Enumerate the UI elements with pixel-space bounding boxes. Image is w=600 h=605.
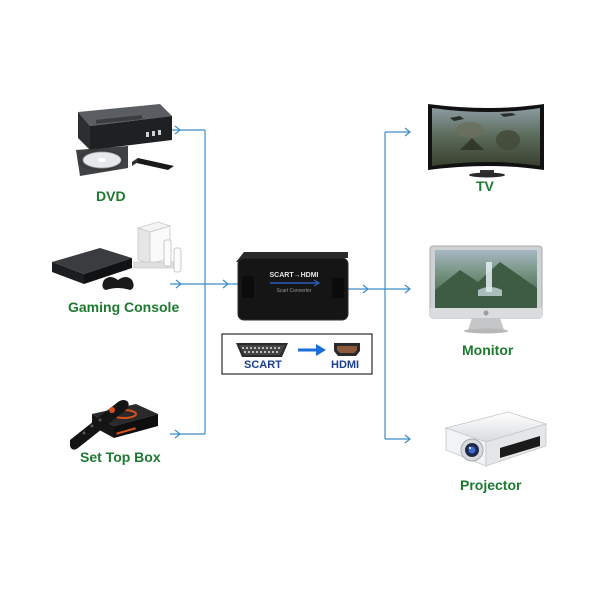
tv-icon xyxy=(428,104,544,178)
game-console-icon xyxy=(52,221,182,290)
arrow-head xyxy=(404,284,411,294)
dvd-player-icon xyxy=(76,104,174,176)
arrow-head xyxy=(362,284,369,294)
output-label-projector: Projector xyxy=(460,477,522,493)
set-top-box-icon xyxy=(70,400,158,450)
arrow-head xyxy=(175,279,182,289)
arrow-head xyxy=(174,125,181,135)
conversion-arrow-icon xyxy=(298,344,326,356)
arrow-head xyxy=(222,279,229,289)
source-label-gaming-console: Gaming Console xyxy=(68,299,180,315)
arrow-head xyxy=(404,127,411,137)
connector-arrows xyxy=(174,125,411,444)
hdmi-port-icon xyxy=(334,343,360,356)
output-label-monitor: Monitor xyxy=(462,342,514,358)
scart-label: SCART xyxy=(244,359,282,371)
projector-icon xyxy=(444,411,548,467)
converter-title: SCART→HDMI xyxy=(270,272,319,279)
source-label-dvd: DVD xyxy=(96,188,126,204)
scart-port-icon xyxy=(236,343,288,357)
arrow-head xyxy=(174,429,181,439)
output-label-tv: TV xyxy=(476,178,494,194)
monitor-icon xyxy=(429,245,543,334)
source-label-set-top-box: Set Top Box xyxy=(80,449,161,465)
converter-subtitle: Scart Converter xyxy=(276,288,311,294)
converter-device-icon xyxy=(236,252,349,321)
hdmi-label: HDMI xyxy=(331,359,360,371)
scart-hdmi-box xyxy=(221,333,373,375)
arrow-head xyxy=(404,434,411,444)
